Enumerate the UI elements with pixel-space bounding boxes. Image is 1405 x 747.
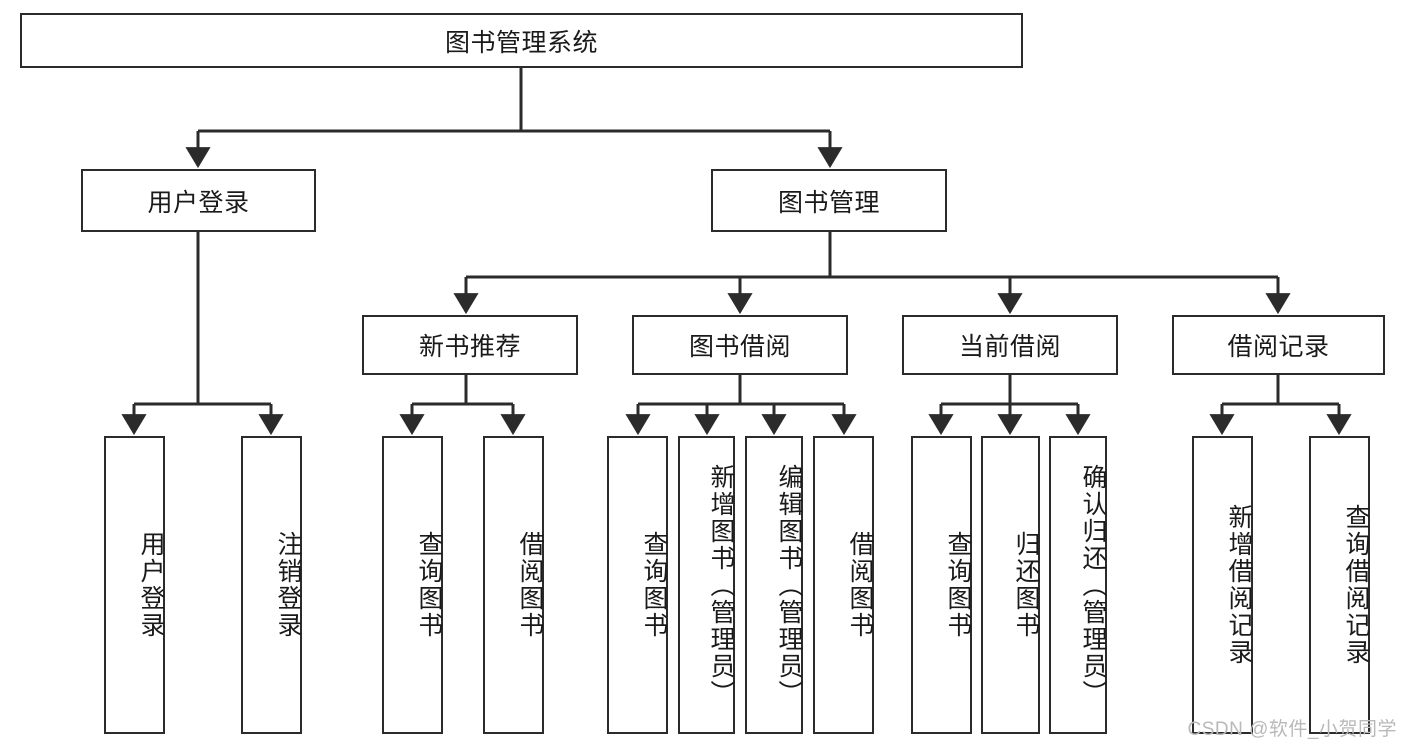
leaf-query-book-current-label: 查询图书 [944,531,972,639]
leaf-borrow-book-new-label: 借阅图书 [516,531,544,639]
node-borrow-records-label: 借阅记录 [1227,333,1330,361]
leaf-user-login-label: 用户登录 [137,531,165,639]
leaf-return-book-label: 归还图书 [1012,531,1040,639]
leaf-query-book-borrow[interactable]: 查询图书 [607,436,668,734]
node-current-borrow[interactable]: 当前借阅 [902,315,1118,375]
node-book-borrow-label: 图书借阅 [688,333,791,361]
leaf-borrow-book-new[interactable]: 借阅图书 [483,436,544,734]
node-root-label: 图书管理系统 [444,28,598,57]
leaf-borrow-book-label: 借阅图书 [846,531,874,639]
leaf-confirm-return-admin-label: 确认归还（管理员） [1079,463,1107,707]
node-user-login-label: 用户登录 [147,188,250,217]
node-book-management[interactable]: 图书管理 [711,169,947,232]
leaf-user-logout-label: 注销登录 [274,531,302,639]
leaf-add-book-admin[interactable]: 新增图书（管理员） [678,436,735,734]
node-new-book-recommend-label: 新书推荐 [418,333,521,361]
leaf-add-borrow-record[interactable]: 新增借阅记录 [1192,436,1253,734]
leaf-edit-book-admin[interactable]: 编辑图书（管理员） [745,436,803,734]
node-root[interactable]: 图书管理系统 [20,13,1023,68]
leaf-query-book-new-label: 查询图书 [415,531,443,639]
leaf-query-book-borrow-label: 查询图书 [640,531,668,639]
leaf-confirm-return-admin[interactable]: 确认归还（管理员） [1049,436,1107,734]
node-current-borrow-label: 当前借阅 [958,333,1061,361]
leaf-user-logout[interactable]: 注销登录 [241,436,302,734]
node-user-login[interactable]: 用户登录 [81,169,316,232]
leaf-query-book-new[interactable]: 查询图书 [382,436,443,734]
watermark: CSDN @软件_小贺同学 [1187,719,1397,740]
leaf-query-borrow-record[interactable]: 查询借阅记录 [1309,436,1370,734]
leaf-add-book-admin-label: 新增图书（管理员） [707,463,735,707]
leaf-add-borrow-record-label: 新增借阅记录 [1225,504,1253,666]
leaf-borrow-book[interactable]: 借阅图书 [813,436,874,734]
node-book-borrow[interactable]: 图书借阅 [632,315,848,375]
leaf-query-book-current[interactable]: 查询图书 [911,436,972,734]
leaf-user-login[interactable]: 用户登录 [104,436,165,734]
node-borrow-records[interactable]: 借阅记录 [1172,315,1385,375]
leaf-edit-book-admin-label: 编辑图书（管理员） [775,463,803,707]
node-new-book-recommend[interactable]: 新书推荐 [362,315,578,375]
node-book-management-label: 图书管理 [777,188,880,217]
leaf-query-borrow-record-label: 查询借阅记录 [1342,504,1370,666]
leaf-return-book[interactable]: 归还图书 [981,436,1040,734]
